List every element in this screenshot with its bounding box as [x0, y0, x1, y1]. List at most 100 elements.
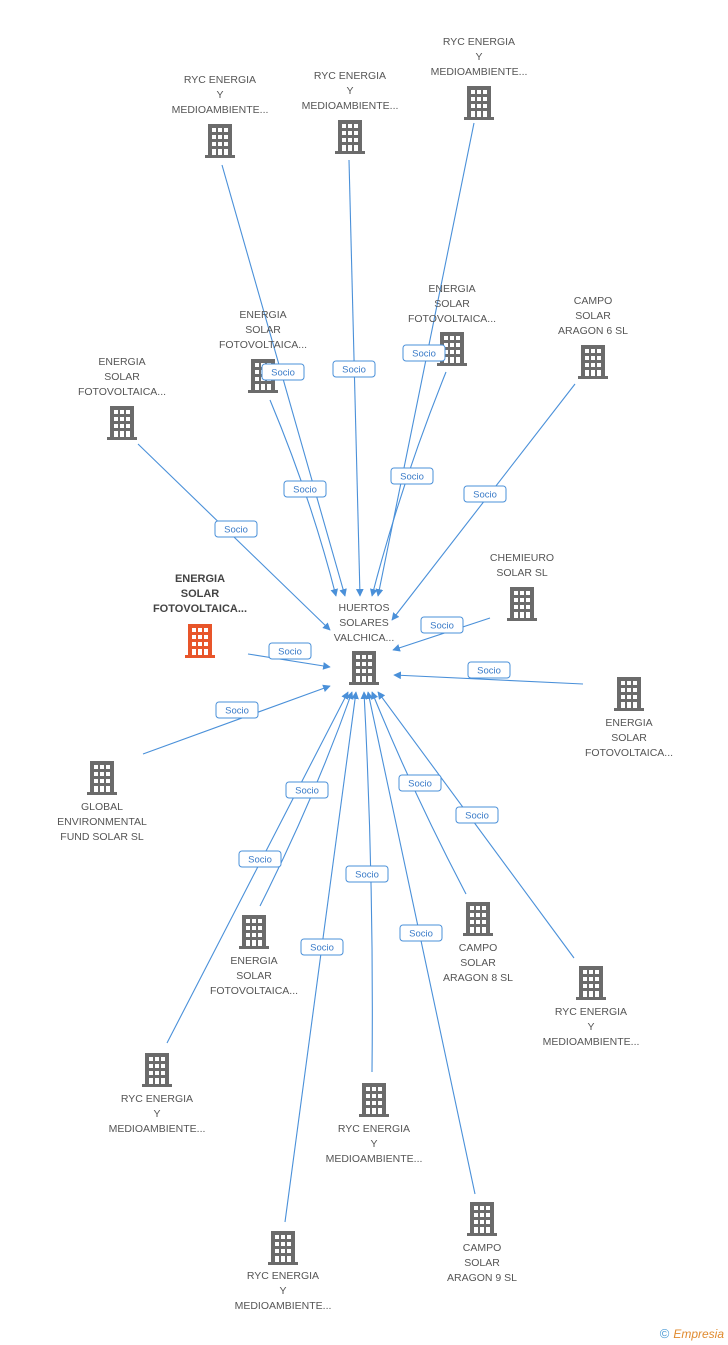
building-icon[interactable]	[578, 345, 608, 379]
building-icon[interactable]	[239, 915, 269, 949]
socio-badge-14[interactable]: Socio	[455, 806, 499, 824]
socio-label: Socio	[342, 365, 366, 376]
building-icon[interactable]	[335, 120, 365, 154]
building-icon[interactable]	[467, 1202, 497, 1236]
socio-badge-15[interactable]: Socio	[238, 850, 282, 868]
socio-badge-6[interactable]: Socio	[463, 485, 507, 503]
socio-badge-5[interactable]: Socio	[402, 344, 446, 362]
building-icon[interactable]	[464, 86, 494, 120]
edge-11	[142, 684, 331, 755]
copyright-icon: ©	[659, 1326, 670, 1341]
edge-12	[259, 691, 354, 907]
socio-badge-18[interactable]: Socio	[399, 924, 443, 942]
edge-8	[247, 653, 331, 670]
edge-10	[393, 671, 584, 685]
building-icon[interactable]	[268, 1231, 298, 1265]
socio-label: Socio	[430, 621, 454, 632]
socio-label: Socio	[409, 929, 433, 940]
building-icon[interactable]	[107, 406, 137, 440]
building-icon[interactable]	[142, 1053, 172, 1087]
socio-badge-8[interactable]: Socio	[268, 642, 312, 660]
socio-label: Socio	[225, 706, 249, 717]
edge-13	[371, 691, 467, 895]
socio-badge-17[interactable]: Socio	[300, 938, 344, 956]
building-icon[interactable]	[507, 587, 537, 621]
socio-badge-1[interactable]: Socio	[283, 480, 327, 498]
brand-logo-text: Empresia	[673, 1326, 724, 1341]
socio-label: Socio	[295, 786, 319, 797]
edge-labels-layer: SocioSocioSocioSocioSocioSocioSocioSocio…	[214, 344, 511, 956]
edge-2	[348, 159, 364, 597]
building-icon[interactable]	[185, 624, 215, 658]
edge-17	[284, 691, 359, 1223]
edge-18	[365, 691, 476, 1195]
socio-badge-16[interactable]: Socio	[345, 865, 389, 883]
socio-label: Socio	[293, 485, 317, 496]
building-icon[interactable]	[205, 124, 235, 158]
socio-badge-3[interactable]: Socio	[390, 467, 434, 485]
building-icon[interactable]	[576, 966, 606, 1000]
socio-label: Socio	[310, 943, 334, 954]
socio-label: Socio	[355, 870, 379, 881]
socio-badge-2[interactable]: Socio	[332, 360, 376, 378]
edge-4	[269, 399, 339, 597]
center-building-icon[interactable]	[349, 651, 379, 685]
socio-badge-9[interactable]: Socio	[420, 616, 464, 634]
edge-9	[392, 617, 491, 652]
credit[interactable]: © Empresia	[660, 1326, 724, 1341]
building-icon[interactable]	[463, 902, 493, 936]
socio-label: Socio	[473, 490, 497, 501]
edge-14	[377, 691, 575, 959]
socio-badge-10[interactable]: Socio	[467, 661, 511, 679]
socio-badge-4[interactable]: Socio	[261, 363, 305, 381]
socio-badge-7[interactable]: Socio	[214, 520, 258, 538]
building-icon[interactable]	[87, 761, 117, 795]
socio-label: Socio	[400, 472, 424, 483]
socio-label: Socio	[271, 368, 295, 379]
building-icon[interactable]	[359, 1083, 389, 1117]
socio-label: Socio	[465, 811, 489, 822]
socio-label: Socio	[477, 666, 501, 677]
socio-badge-11[interactable]: Socio	[215, 701, 259, 719]
socio-badge-13[interactable]: Socio	[398, 774, 442, 792]
building-icon[interactable]	[614, 677, 644, 711]
socio-label: Socio	[408, 779, 432, 790]
socio-badge-12[interactable]: Socio	[285, 781, 329, 799]
